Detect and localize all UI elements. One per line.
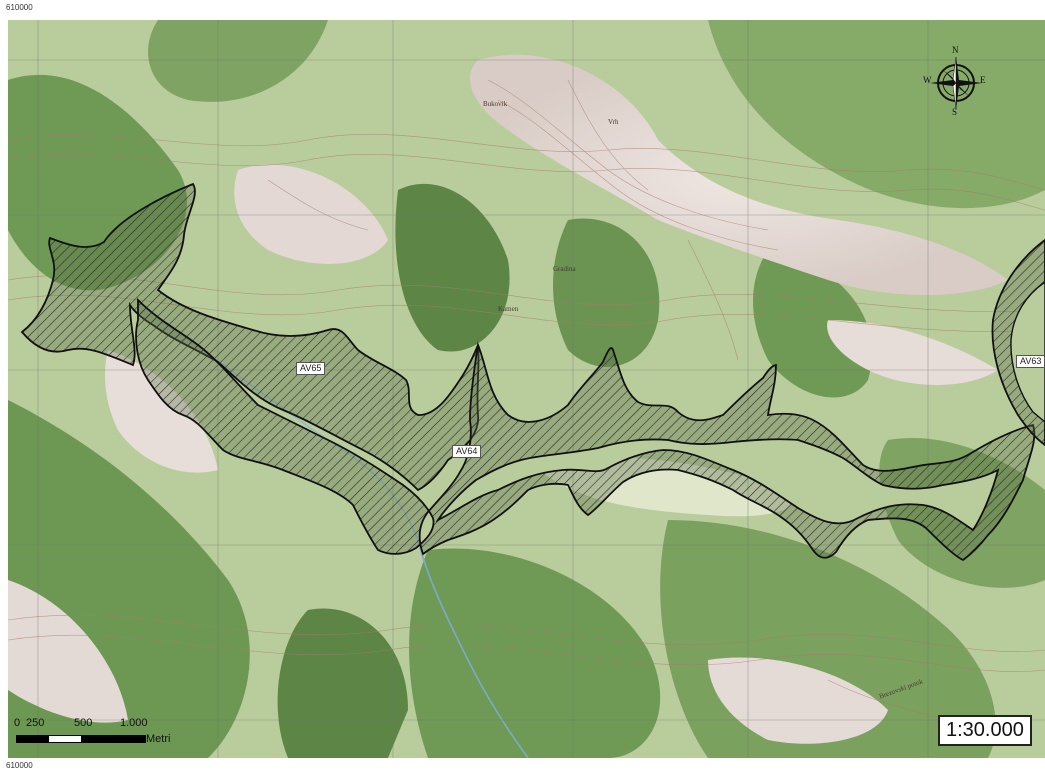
zone-label-av65: AV65	[296, 362, 326, 375]
place-name-peak-3: Vrh	[608, 118, 619, 126]
scale-bar: 0 250 500 1.000 Metri	[14, 717, 204, 751]
scale-tick-1000: 1.000	[120, 717, 148, 729]
place-name-peak-2: Gradina	[553, 265, 576, 273]
zone-av63-inner	[1010, 281, 1045, 423]
zone-label-av63: AV63	[1016, 355, 1045, 368]
map-canvas[interactable]	[8, 20, 1045, 758]
compass-rose: N E S W	[923, 45, 987, 129]
scale-tick-0: 0	[14, 717, 21, 729]
scale-segment-1	[17, 736, 49, 742]
coordinate-label-bottom: 610000	[6, 761, 33, 770]
scale-tick-500: 500	[74, 717, 93, 729]
scale-ratio-box: 1:30.000	[938, 715, 1032, 746]
contour-lines	[8, 79, 1045, 721]
scale-bar-segments	[16, 735, 146, 743]
compass-west-label: W	[923, 75, 932, 85]
compass-rose-icon	[930, 56, 982, 110]
scale-segment-2	[49, 736, 81, 742]
compass-east-label: E	[980, 75, 986, 85]
place-name-peak-4: Kamen	[498, 305, 519, 313]
compass-north-label: N	[952, 45, 959, 55]
forest-areas	[8, 20, 1045, 758]
scale-tick-250: 250	[26, 717, 45, 729]
place-name-peak-1: Bukovik	[483, 100, 508, 108]
zone-label-av64: AV64	[452, 445, 482, 458]
scale-units: Metri	[146, 733, 171, 745]
coordinate-label-top: 610000	[6, 3, 33, 12]
scale-segment-3	[81, 736, 145, 742]
river-line	[417, 539, 529, 758]
valley-band	[435, 438, 1000, 532]
topographic-map[interactable]: AV65 AV64 AV63 Bukovik Gradina Vrh Kamen…	[8, 20, 1045, 758]
compass-south-label: S	[952, 107, 958, 117]
